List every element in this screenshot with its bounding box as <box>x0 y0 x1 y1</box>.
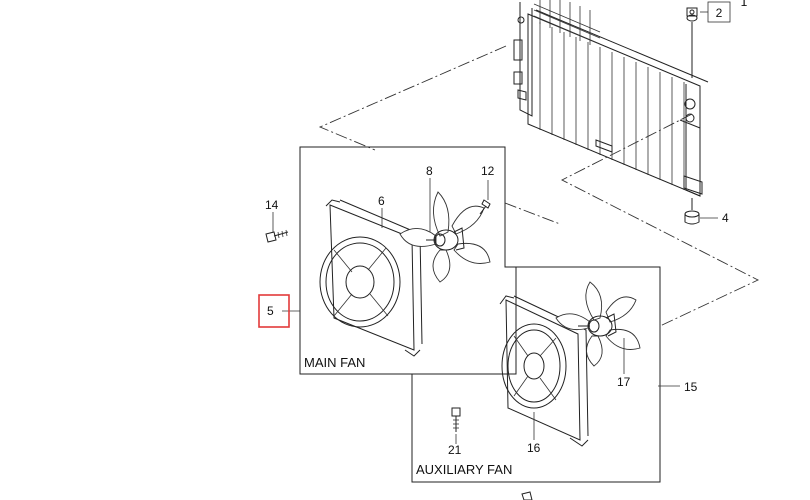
callout-16: 16 <box>527 441 541 455</box>
callout-1: 1 <box>741 0 748 9</box>
screw-12 <box>479 199 491 215</box>
main-fan-shroud <box>319 199 423 357</box>
auxiliary-fan-caption: AUXILIARY FAN <box>416 462 512 477</box>
auxiliary-fan-shroud <box>499 295 589 447</box>
callout-14: 14 <box>265 198 279 212</box>
highlight-box <box>258 294 290 328</box>
bolt-14 <box>265 229 289 243</box>
auxiliary-fan-frame <box>411 266 661 483</box>
main-fan-group <box>299 146 517 375</box>
main-fan-caption: MAIN FAN <box>304 355 365 370</box>
radiator-assembly <box>513 0 709 225</box>
callout-21: 21 <box>448 443 462 457</box>
callout-6: 6 <box>378 194 385 208</box>
bolt-21 <box>451 407 461 432</box>
callout-15: 15 <box>684 380 698 394</box>
auxiliary-fan-motor <box>578 313 617 337</box>
auxiliary-fan-blade <box>555 281 641 367</box>
callout-5[interactable]: 5 <box>258 294 290 328</box>
callout-leaders <box>272 0 745 444</box>
main-fan-blade <box>399 191 491 283</box>
assembly-guide-lines <box>318 45 760 327</box>
callout-2-label: 2 <box>716 6 723 20</box>
callout-4: 4 <box>722 211 729 225</box>
auxiliary-fan-group <box>411 266 661 500</box>
callout-8: 8 <box>426 164 433 178</box>
callout-5-label[interactable]: 5 <box>267 304 274 318</box>
callout-2: 2 <box>707 1 731 23</box>
callout-12: 12 <box>481 164 495 178</box>
callout-17: 17 <box>617 375 631 389</box>
main-fan-motor <box>426 227 465 251</box>
